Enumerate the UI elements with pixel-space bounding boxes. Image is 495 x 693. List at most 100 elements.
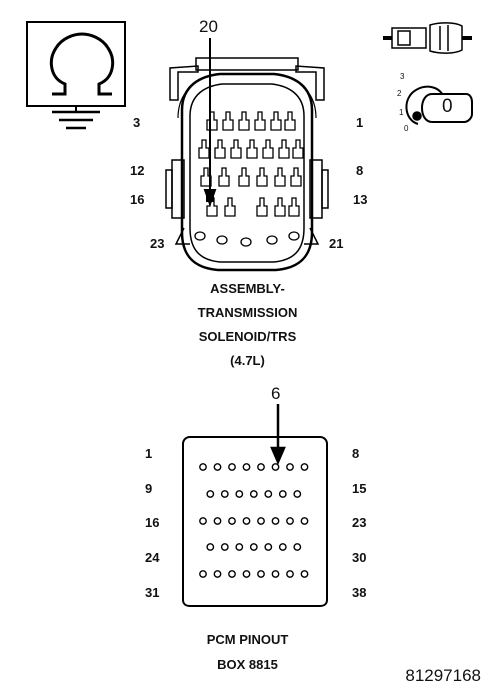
pcm-pin-6 xyxy=(271,463,280,471)
pcm-row-1-right-label: 8 xyxy=(352,446,360,461)
pcm-row-2-right-label: 15 xyxy=(352,481,367,496)
solenoid-pin-cavity-11 xyxy=(262,139,274,159)
pcm-pin-grid xyxy=(199,463,309,578)
pcm-pin-28 xyxy=(264,543,273,551)
connector-caption-line-1: ASSEMBLY- xyxy=(210,281,285,296)
solenoid-pin-cavity-7 xyxy=(198,139,210,159)
solenoid-pin-cavity-27 xyxy=(240,237,252,247)
solenoid-pin-cavity-19 xyxy=(290,167,302,187)
solenoid-pin-cavity-6 xyxy=(284,111,296,131)
ohmmeter-ground-icon xyxy=(26,21,126,130)
pcm-pin-22 xyxy=(286,517,294,525)
pin-label-16: 16 xyxy=(130,192,145,207)
solenoid-pin-cavity-29 xyxy=(288,231,300,241)
connector-caption-line-2: TRANSMISSION xyxy=(197,305,298,320)
pcm-pin-33 xyxy=(228,570,236,578)
ignition-key-icon xyxy=(405,85,473,125)
solenoid-pin-cavity-15 xyxy=(218,167,230,187)
pcm-pin-6-pointer-arrow xyxy=(270,404,286,466)
pcm-pin-17 xyxy=(213,517,222,525)
solenoid-pin-cavity-28 xyxy=(266,235,278,245)
pcm-pin-37 xyxy=(286,570,294,578)
pcm-row-5-right-label: 38 xyxy=(352,585,367,600)
solenoid-pin-cavities xyxy=(194,111,304,247)
solenoid-pin-cavity-8 xyxy=(214,139,226,159)
pcm-pin-6-callout: 6 xyxy=(271,384,281,403)
pcm-pin-36 xyxy=(271,570,280,578)
ignition-position-3: 3 xyxy=(400,72,405,81)
pcm-pin-8 xyxy=(300,463,309,471)
pcm-pin-29 xyxy=(278,543,287,551)
solenoid-pin-cavity-3 xyxy=(238,111,250,131)
ignition-position-1: 1 xyxy=(399,108,404,117)
pcm-pin-2 xyxy=(213,463,222,471)
pcm-pin-21 xyxy=(271,517,280,525)
pcm-pin-16 xyxy=(199,517,207,525)
pcm-pin-3 xyxy=(228,463,236,471)
pcm-pin-38 xyxy=(300,570,309,578)
solenoid-pin-cavity-9 xyxy=(230,139,242,159)
pcm-pin-1 xyxy=(199,463,207,471)
pin-label-12: 12 xyxy=(130,163,145,178)
pcm-pin-31 xyxy=(199,570,207,578)
pcm-pin-13 xyxy=(264,490,273,498)
solenoid-pin-cavity-1 xyxy=(206,111,218,131)
pcm-pin-35 xyxy=(257,570,265,578)
solenoid-pin-cavity-23 xyxy=(274,197,286,217)
connector-plug-icon xyxy=(383,22,472,54)
solenoid-pin-cavity-12 xyxy=(278,139,290,159)
pcm-pin-34 xyxy=(242,570,251,578)
solenoid-pin-cavity-16 xyxy=(238,167,250,187)
pin-label-1: 1 xyxy=(356,115,364,130)
pcm-pin-19 xyxy=(242,517,251,525)
pcm-pin-9 xyxy=(206,490,215,498)
solenoid-connector xyxy=(165,57,329,272)
pcm-pin-14 xyxy=(278,490,287,498)
solenoid-pin-cavity-13 xyxy=(292,139,304,159)
solenoid-pin-cavity-25 xyxy=(194,231,206,241)
pcm-caption-line-1: PCM PINOUT xyxy=(206,632,289,647)
pcm-row-3-right-label: 23 xyxy=(352,515,367,530)
solenoid-pin-cavity-5 xyxy=(270,111,282,131)
solenoid-pin-cavity-26 xyxy=(216,235,228,245)
pin-20-pointer-arrow xyxy=(203,38,217,207)
pcm-pin-20 xyxy=(257,517,265,525)
pin-20-callout: 20 xyxy=(199,17,218,36)
solenoid-pin-cavity-21 xyxy=(224,197,236,217)
pcm-caption-line-2: BOX 8815 xyxy=(217,657,278,672)
pcm-pin-18 xyxy=(228,517,236,525)
pcm-pin-25 xyxy=(220,543,229,551)
pcm-pin-5 xyxy=(257,463,265,471)
connector-caption-line-3: SOLENOID/TRS xyxy=(198,329,297,344)
pcm-pin-23 xyxy=(300,517,309,525)
pcm-pin-4 xyxy=(242,463,251,471)
solenoid-pin-cavity-24 xyxy=(288,197,300,217)
pcm-pin-24 xyxy=(206,543,215,551)
solenoid-pin-cavity-10 xyxy=(246,139,258,159)
solenoid-pin-cavity-18 xyxy=(274,167,286,187)
ignition-current-position: 0 xyxy=(442,96,453,117)
pin-label-21: 21 xyxy=(329,236,344,251)
pcm-pin-15 xyxy=(293,490,302,498)
pcm-pin-26 xyxy=(235,543,244,551)
ignition-position-2: 2 xyxy=(397,89,402,98)
pin-label-3: 3 xyxy=(133,115,141,130)
connector-caption-line-4: (4.7L) xyxy=(230,353,265,368)
pcm-pin-10 xyxy=(220,490,229,498)
solenoid-pin-cavity-17 xyxy=(256,167,268,187)
pcm-row-5-left-label: 31 xyxy=(145,585,160,600)
pin-label-13: 13 xyxy=(353,192,368,207)
pcm-pin-27 xyxy=(249,543,258,551)
solenoid-pin-cavity-4 xyxy=(254,111,266,131)
pcm-row-4-left-label: 24 xyxy=(145,550,160,565)
ignition-position-0: 0 xyxy=(404,124,409,133)
pcm-pin-32 xyxy=(213,570,222,578)
pcm-row-1-left-label: 1 xyxy=(145,446,153,461)
pin-label-23: 23 xyxy=(150,236,165,251)
pcm-pin-30 xyxy=(293,543,302,551)
solenoid-pin-cavity-2 xyxy=(222,111,234,131)
pcm-row-4-right-label: 30 xyxy=(352,550,367,565)
solenoid-pin-cavity-22 xyxy=(256,197,268,217)
pcm-row-2-left-label: 9 xyxy=(145,481,153,496)
